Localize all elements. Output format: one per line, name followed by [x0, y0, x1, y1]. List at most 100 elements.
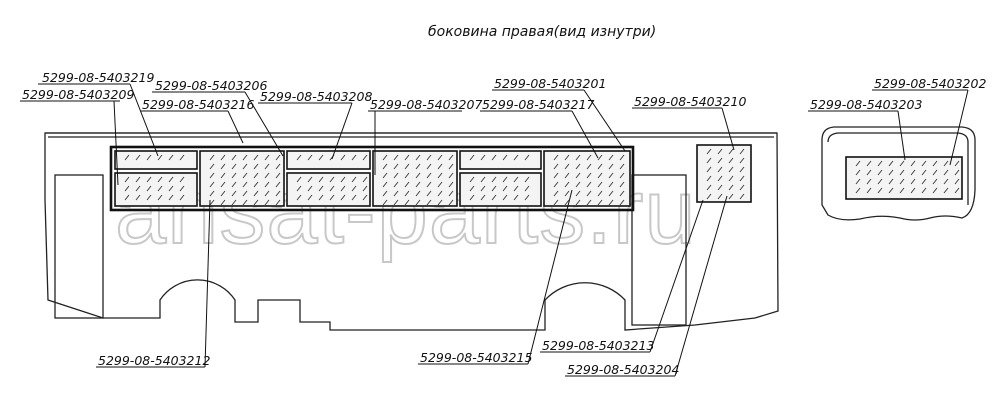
glass-hatch-stroke — [553, 181, 559, 188]
glass-hatch-stroke — [877, 178, 883, 185]
glass-hatch-stroke — [179, 194, 185, 201]
glass-hatch-stroke — [932, 160, 938, 167]
glass-hatch-stroke — [575, 190, 581, 197]
glass-hatch-stroke — [426, 181, 432, 188]
window-3207 — [372, 150, 458, 207]
glass-hatch-stroke — [706, 193, 712, 200]
glass-hatch-stroke — [179, 176, 185, 183]
glass-hatch-stroke — [135, 176, 141, 183]
glass-hatch-stroke — [717, 184, 723, 191]
glass-hatch-stroke — [415, 154, 421, 161]
glass-hatch-stroke — [415, 172, 421, 179]
glass-hatch-stroke — [597, 154, 603, 161]
glass-hatch-stroke — [426, 172, 432, 179]
glass-hatch-stroke — [448, 163, 454, 170]
glass-hatch-stroke — [393, 190, 399, 197]
glass-hatch-stroke — [910, 160, 916, 167]
glass-hatch-stroke — [728, 175, 734, 182]
glass-hatch-stroke — [404, 199, 410, 206]
glass-hatch-stroke — [480, 176, 486, 183]
glass-hatch-stroke — [502, 176, 508, 183]
glass-hatch-stroke — [220, 172, 226, 179]
glass-hatch-stroke — [910, 169, 916, 176]
label-5403203: 5299-08-5403203 — [810, 97, 922, 112]
glass-hatch-stroke — [382, 163, 388, 170]
glass-hatch-stroke — [231, 190, 237, 197]
glass-hatch-stroke — [329, 176, 335, 183]
glass-hatch-stroke — [586, 181, 592, 188]
glass-hatch-stroke — [553, 172, 559, 179]
window-band-frame — [109, 145, 635, 212]
glass-hatch-stroke — [448, 199, 454, 206]
glass-hatch-stroke — [415, 190, 421, 197]
glass-hatch-stroke — [921, 160, 927, 167]
glass-hatch-stroke — [179, 185, 185, 192]
glass-hatch-stroke — [717, 175, 723, 182]
glass-hatch-stroke — [597, 181, 603, 188]
glass-hatch-stroke — [706, 175, 712, 182]
window-3219 — [114, 150, 198, 170]
glass-hatch-stroke — [264, 163, 270, 170]
glass-hatch-stroke — [362, 176, 368, 183]
glass-hatch-stroke — [608, 181, 614, 188]
glass-hatch-stroke — [954, 160, 960, 167]
glass-hatch-stroke — [524, 194, 530, 201]
glass-hatch-stroke — [275, 190, 281, 197]
glass-hatch-stroke — [351, 194, 357, 201]
glass-hatch-stroke — [253, 172, 259, 179]
glass-hatch-stroke — [264, 181, 270, 188]
glass-hatch-stroke — [318, 185, 324, 192]
glass-hatch-stroke — [910, 187, 916, 194]
window-3215 — [543, 150, 631, 207]
glass-hatch-stroke — [888, 160, 894, 167]
glass-hatch-stroke — [209, 181, 215, 188]
glass-hatch-stroke — [437, 163, 443, 170]
glass-hatch-stroke — [415, 163, 421, 170]
label-5403216: 5299-08-5403216 — [142, 97, 254, 112]
label-5403209: 5299-08-5403209 — [22, 87, 134, 102]
glass-hatch-stroke — [564, 154, 570, 161]
glass-hatch-stroke — [608, 154, 614, 161]
glass-hatch-stroke — [382, 181, 388, 188]
glass-hatch-stroke — [393, 154, 399, 161]
glass-hatch-stroke — [253, 154, 259, 161]
glass-hatch-stroke — [179, 154, 185, 161]
glass-hatch-stroke — [382, 154, 388, 161]
label-5403215: 5299-08-5403215 — [420, 350, 532, 365]
glass-hatch-stroke — [146, 185, 152, 192]
glass-hatch-stroke — [135, 185, 141, 192]
bus-side-panel — [44, 132, 779, 331]
glass-hatch-stroke — [448, 181, 454, 188]
glass-hatch-stroke — [899, 178, 905, 185]
glass-hatch-stroke — [586, 190, 592, 197]
window-3217 — [459, 172, 542, 207]
glass-hatch-stroke — [124, 194, 130, 201]
glass-hatch-stroke — [921, 178, 927, 185]
glass-hatch-stroke — [524, 176, 530, 183]
glass-hatch-stroke — [307, 185, 313, 192]
label-5403208: 5299-08-5403208 — [260, 89, 372, 104]
glass-hatch-stroke — [491, 194, 497, 201]
glass-hatch-stroke — [739, 184, 745, 191]
glass-hatch-stroke — [393, 181, 399, 188]
label-5403217: 5299-08-5403217 — [482, 97, 594, 112]
label-5403210: 5299-08-5403210 — [634, 94, 746, 109]
window-3203 — [845, 156, 963, 200]
glass-hatch-stroke — [253, 163, 259, 170]
glass-hatch-stroke — [448, 154, 454, 161]
glass-hatch-stroke — [393, 199, 399, 206]
glass-hatch-stroke — [437, 181, 443, 188]
glass-hatch-stroke — [513, 176, 519, 183]
glass-hatch-stroke — [426, 163, 432, 170]
glass-hatch-stroke — [220, 190, 226, 197]
glass-hatch-stroke — [146, 154, 152, 161]
glass-hatch-stroke — [242, 190, 248, 197]
glass-hatch-stroke — [491, 154, 497, 161]
glass-hatch-stroke — [448, 172, 454, 179]
glass-hatch-stroke — [362, 185, 368, 192]
glass-hatch-stroke — [480, 185, 486, 192]
glass-hatch-stroke — [619, 172, 625, 179]
leader-lines — [20, 83, 969, 377]
glass-hatch-stroke — [728, 184, 734, 191]
glass-hatch-stroke — [242, 154, 248, 161]
